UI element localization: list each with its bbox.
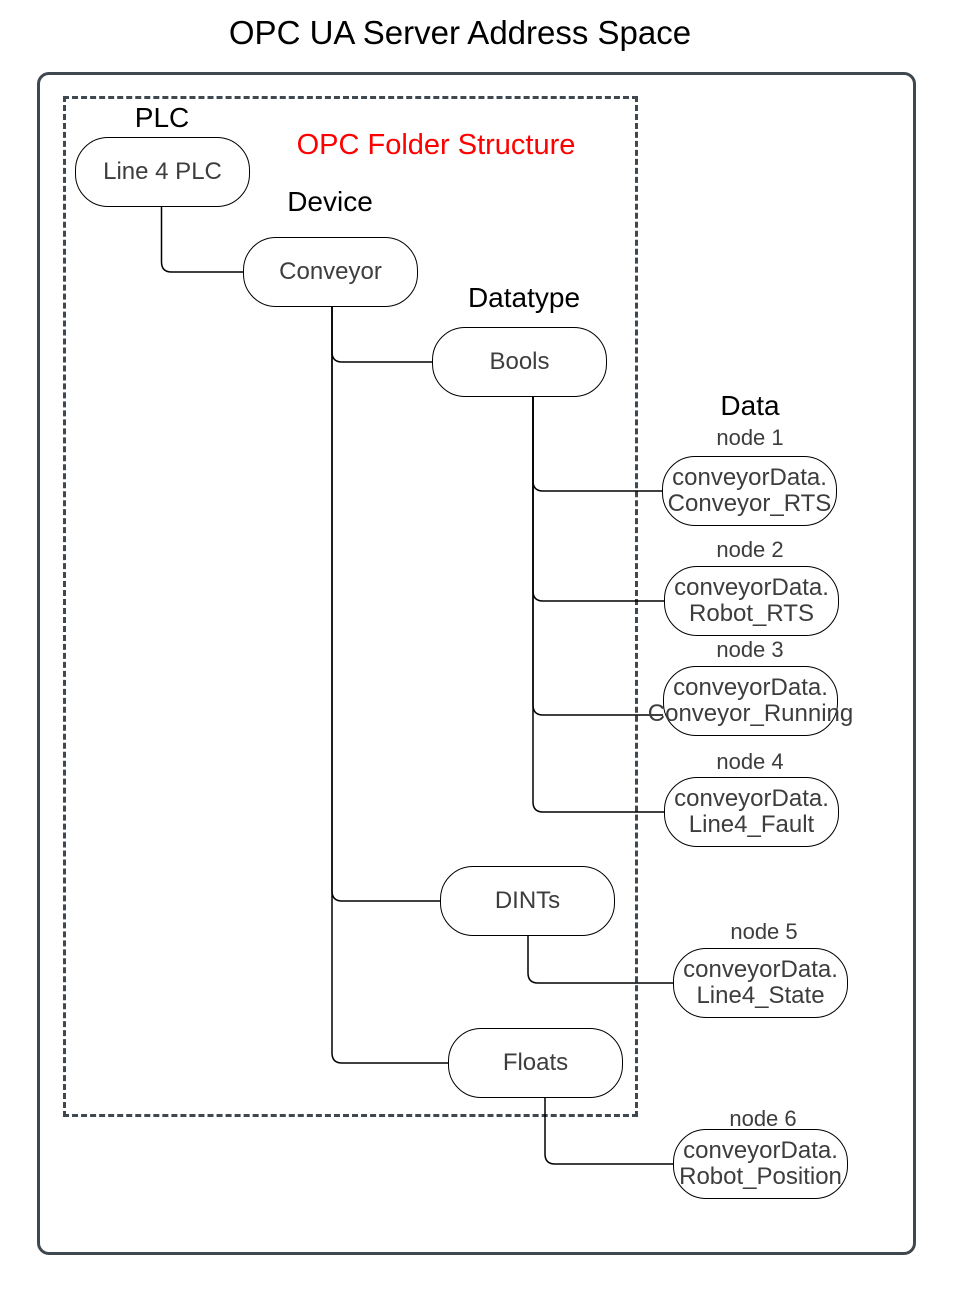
data-node-4-caption: node 4 [716, 749, 784, 774]
level-label-device: Device [287, 186, 373, 217]
opc-folder-structure-label: OPC Folder Structure [296, 129, 576, 161]
level-label-data: Data [720, 390, 780, 421]
data-node-1-line1: conveyorData. [672, 464, 827, 491]
connector-conveyor-bools [331, 307, 432, 363]
data-node-3-line2: Conveyor_Running [647, 700, 854, 727]
connector-bools-node1 [532, 397, 662, 492]
data-node-6-box: conveyorData. Robot_Position [673, 1129, 848, 1199]
data-node-5-line2: Line4_State [696, 982, 825, 1009]
data-node-2-box: conveyorData. Robot_RTS [664, 566, 839, 636]
datatype-floats-label: Floats [502, 1049, 569, 1076]
connector-bools-node4 [532, 397, 664, 813]
level-label-datatype: Datatype [467, 282, 581, 313]
connector-conveyor-dints [331, 307, 440, 902]
connector-dints-node5 [527, 936, 673, 984]
data-node-5-line1: conveyorData. [683, 956, 838, 983]
connector-conveyor-floats [331, 307, 448, 1064]
data-node-2-line2: Robot_RTS [689, 600, 814, 627]
address-space-frame [37, 72, 916, 1255]
opc-folder-structure-frame [63, 96, 638, 1117]
data-node-3-caption: node 3 [716, 637, 784, 662]
data-node-3-box: conveyorData. Conveyor_Running [648, 666, 853, 736]
connector-bools-node2 [532, 397, 664, 602]
device-node-label: Conveyor [279, 258, 382, 285]
connector-plc-conveyor [160, 207, 243, 273]
data-node-6-line1: conveyorData. [683, 1137, 838, 1164]
device-node-box: Conveyor [243, 237, 418, 307]
data-node-1-box: conveyorData. Conveyor_RTS [662, 456, 837, 526]
data-node-3-line1: conveyorData. [673, 674, 828, 701]
connector-floats-node6 [544, 1098, 673, 1165]
level-label-plc: PLC [134, 102, 190, 133]
datatype-bools-box: Bools [432, 327, 607, 397]
data-node-5-box: conveyorData. Line4_State [673, 948, 848, 1018]
datatype-floats-box: Floats [448, 1028, 623, 1098]
data-node-5-caption: node 5 [730, 919, 798, 944]
page-title: OPC UA Server Address Space [228, 14, 692, 51]
plc-node-box: Line 4 PLC [75, 137, 250, 207]
data-node-1-line2: Conveyor_RTS [667, 490, 832, 517]
datatype-dints-label: DINTs [494, 887, 561, 914]
data-node-4-line2: Line4_Fault [688, 811, 815, 838]
data-node-2-line1: conveyorData. [674, 574, 829, 601]
plc-node-label: Line 4 PLC [103, 158, 222, 185]
data-node-1-caption: node 1 [716, 425, 784, 450]
datatype-bools-label: Bools [489, 348, 550, 375]
data-node-6-caption: node 6 [729, 1106, 797, 1131]
data-node-6-line2: Robot_Position [679, 1163, 842, 1190]
data-node-4-line1: conveyorData. [674, 785, 829, 812]
data-node-4-box: conveyorData. Line4_Fault [664, 777, 839, 847]
connector-bools-node3 [532, 397, 663, 716]
data-node-2-caption: node 2 [716, 537, 784, 562]
datatype-dints-box: DINTs [440, 866, 615, 936]
